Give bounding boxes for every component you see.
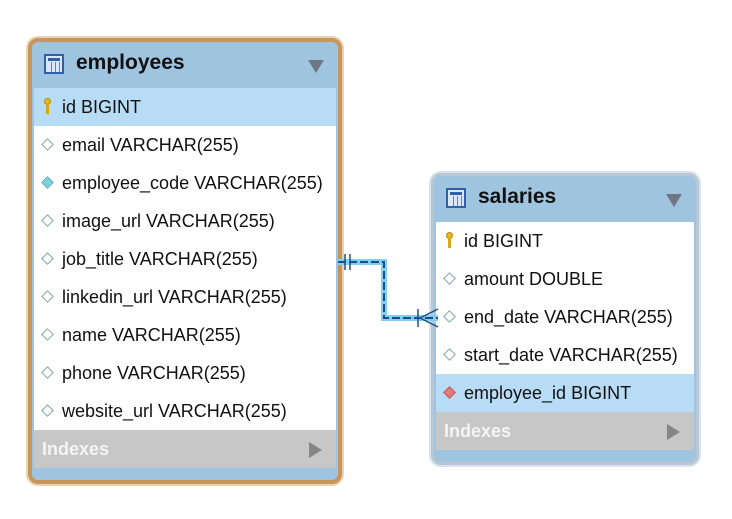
column-row-email[interactable]: email VARCHAR(255) (34, 126, 336, 164)
column-row-start-date[interactable]: start_date VARCHAR(255) (436, 336, 694, 374)
expand-triangle-icon[interactable] (667, 424, 680, 440)
salaries-columns: id BIGINT amount DOUBLE end_date VARCHAR… (436, 222, 694, 412)
employees-indexes-section[interactable]: Indexes (34, 430, 336, 468)
employees-table[interactable]: employees id BIGINT email VARCHAR(255) e… (28, 38, 342, 484)
column-row-linkedin-url[interactable]: linkedin_url VARCHAR(255) (34, 278, 336, 316)
column-row-id[interactable]: id BIGINT (436, 222, 694, 260)
employees-table-header[interactable]: employees (32, 42, 338, 88)
column-row-name[interactable]: name VARCHAR(255) (34, 316, 336, 354)
relationship-line (338, 261, 438, 319)
indexes-label: Indexes (444, 421, 512, 441)
employees-table-title: employees (76, 51, 185, 74)
column-label: image_url VARCHAR(255) (62, 211, 275, 231)
collapse-triangle-icon[interactable] (666, 194, 682, 207)
salaries-indexes-section[interactable]: Indexes (436, 412, 694, 450)
column-label: phone VARCHAR(255) (62, 363, 246, 383)
expand-triangle-icon[interactable] (309, 442, 322, 458)
collapse-triangle-icon[interactable] (308, 60, 324, 73)
column-label: end_date VARCHAR(255) (464, 307, 673, 327)
relationship-highlight (338, 259, 438, 321)
many-crowfoot-marker (417, 308, 439, 328)
column-row-job-title[interactable]: job_title VARCHAR(255) (34, 240, 336, 278)
column-label: website_url VARCHAR(255) (62, 401, 287, 421)
salaries-table-header[interactable]: salaries (434, 176, 696, 222)
column-row-employee-id[interactable]: employee_id BIGINT (436, 374, 694, 412)
table-icon (446, 188, 466, 208)
column-row-end-date[interactable]: end_date VARCHAR(255) (436, 298, 694, 336)
column-row-id[interactable]: id BIGINT (34, 88, 336, 126)
salaries-table-title: salaries (478, 185, 557, 208)
primary-key-icon (44, 98, 51, 116)
employees-columns: id BIGINT email VARCHAR(255) employee_co… (34, 88, 336, 430)
column-label: name VARCHAR(255) (62, 325, 241, 345)
column-label: employee_id BIGINT (464, 383, 632, 403)
column-label: id BIGINT (62, 97, 142, 117)
column-label: job_title VARCHAR(255) (62, 249, 258, 269)
column-label: start_date VARCHAR(255) (464, 345, 678, 365)
primary-key-icon (446, 232, 453, 250)
column-row-amount[interactable]: amount DOUBLE (436, 260, 694, 298)
column-label: email VARCHAR(255) (62, 135, 239, 155)
column-row-employee-code[interactable]: employee_code VARCHAR(255) (34, 164, 336, 202)
column-row-image-url[interactable]: image_url VARCHAR(255) (34, 202, 336, 240)
one-mandatory-marker (344, 254, 351, 270)
column-row-phone[interactable]: phone VARCHAR(255) (34, 354, 336, 392)
column-label: employee_code VARCHAR(255) (62, 173, 323, 193)
column-label: linkedin_url VARCHAR(255) (62, 287, 287, 307)
column-row-website-url[interactable]: website_url VARCHAR(255) (34, 392, 336, 430)
column-label: amount DOUBLE (464, 269, 604, 289)
table-icon (44, 54, 64, 74)
column-label: id BIGINT (464, 231, 544, 251)
indexes-label: Indexes (42, 439, 110, 459)
